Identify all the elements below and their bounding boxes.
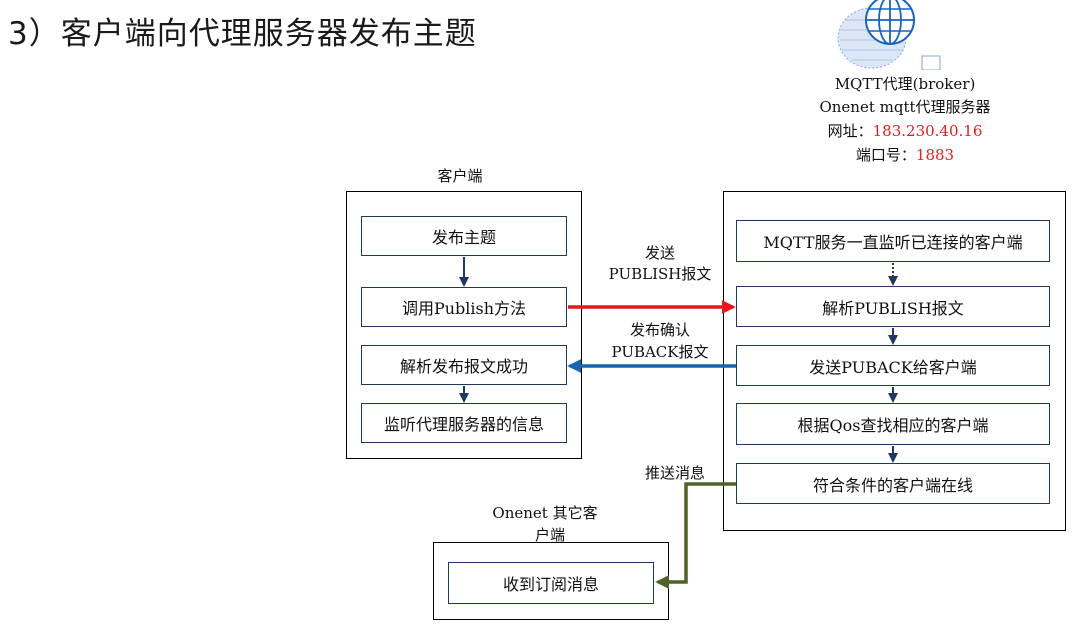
broker-port-label: 端口号：	[855, 146, 916, 164]
other-client-label-line1: Onenet 其它客	[492, 504, 598, 522]
server-step-find-by-qos: 根据Qos查找相应的客户端	[736, 403, 1050, 445]
globe-icon	[837, 0, 941, 70]
server-step-send-puback: 发送PUBACK给客户端	[736, 345, 1050, 386]
broker-address-label: 网址：	[827, 122, 873, 140]
send-label-line2: PUBLISH报文	[608, 265, 712, 283]
push-arrow	[655, 482, 736, 589]
server-step-parse-publish: 解析PUBLISH报文	[736, 286, 1050, 327]
broker-subtitle: Onenet mqtt代理服务器	[819, 98, 991, 116]
page-title: 3）客户端向代理服务器发布主题	[8, 16, 477, 52]
other-client-label-line2: 户端	[534, 526, 565, 544]
server-step-listen-clients: MQTT服务一直监听已连接的客户端	[736, 220, 1050, 262]
client-label: 客户端	[437, 167, 483, 185]
client-step-listen: 监听代理服务器的信息	[361, 403, 567, 443]
client-step-call-publish: 调用Publish方法	[361, 287, 567, 327]
other-client-step-receive: 收到订阅消息	[448, 562, 654, 604]
push-label: 推送消息	[644, 464, 705, 482]
ack-label-line2: PUBACK报文	[611, 343, 709, 361]
broker-port: 端口号：1883	[780, 144, 1030, 165]
send-label-line1: 发送	[644, 244, 675, 262]
broker-title: MQTT代理(broker)	[834, 75, 976, 93]
ack-label-line1: 发布确认	[629, 321, 690, 339]
client-step-parse-success: 解析发布报文成功	[361, 345, 567, 385]
broker-address-value: 183.230.40.16	[872, 122, 983, 140]
client-step-publish-topic: 发布主题	[361, 216, 567, 256]
broker-port-value: 1883	[915, 146, 955, 164]
broker-address: 网址：183.230.40.16	[780, 120, 1030, 141]
server-step-client-online: 符合条件的客户端在线	[736, 463, 1050, 504]
